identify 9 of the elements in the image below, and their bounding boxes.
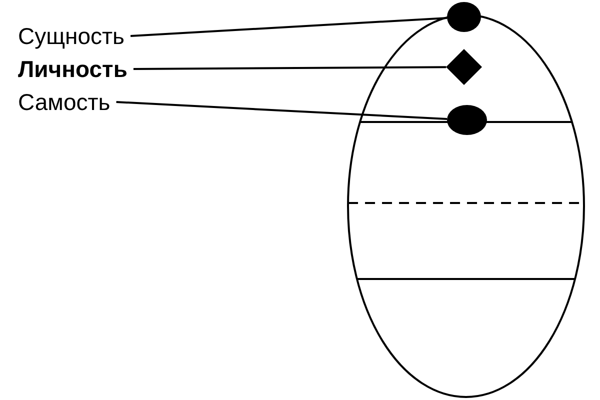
dot xyxy=(447,2,481,32)
part-label: Сущность xyxy=(18,23,125,49)
leader-line xyxy=(130,16,448,37)
diamond-marker xyxy=(446,49,482,85)
leader-line xyxy=(116,101,448,120)
dot xyxy=(447,105,487,135)
leader-line xyxy=(133,66,446,70)
part-label: Личность xyxy=(18,56,128,82)
part-label: Самость xyxy=(18,89,110,115)
